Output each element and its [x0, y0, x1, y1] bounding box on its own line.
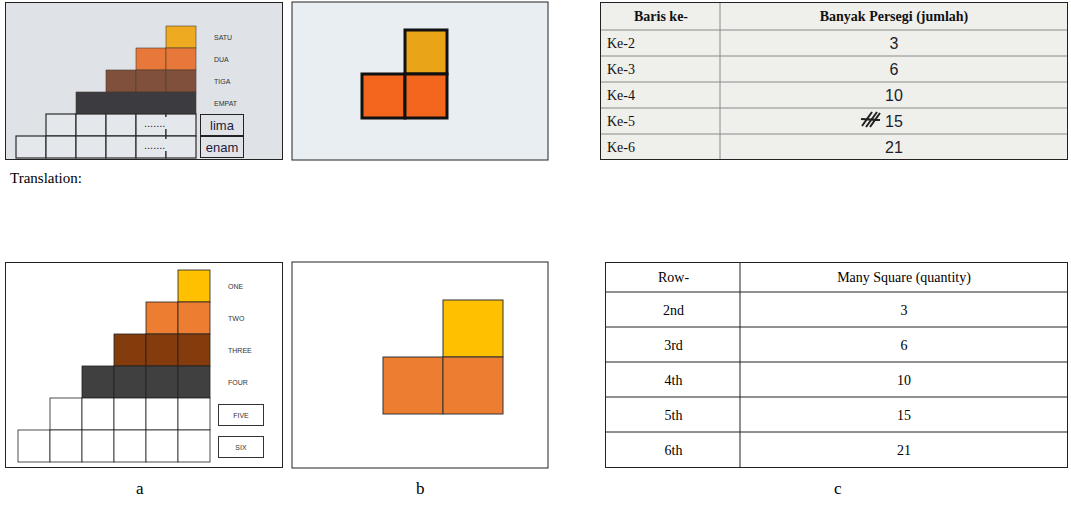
table-grid [605, 262, 1068, 468]
table-cell: 5th [606, 398, 741, 433]
row-name: FOUR [222, 366, 268, 398]
table-cell: 21 [721, 135, 1067, 161]
table-cell: 3rd [606, 328, 741, 363]
table-cell: Ke-3 [601, 57, 721, 83]
panel-letter: b [416, 480, 425, 499]
l-shape [383, 300, 503, 414]
table-cell: Ke-4 [601, 83, 721, 109]
table-cell: 15 [721, 109, 1067, 135]
table-header: Row- [606, 263, 741, 293]
staircase-panel: ONETWOTHREEFOUR FIVE SIX [5, 262, 283, 468]
table-header: Baris ke- [601, 3, 721, 31]
panel-letter: a [136, 480, 144, 499]
table-cell: 10 [741, 363, 1067, 398]
panel-letter: c [834, 480, 842, 499]
staircase [18, 270, 210, 462]
table-cell: 3 [721, 31, 1067, 57]
photo-ground [600, 2, 1068, 160]
row-name: SATU [208, 26, 254, 48]
table: Row-Many Square (quantity)2nd33rd64th105… [605, 262, 1068, 468]
row-name-box: SIX [218, 436, 264, 458]
row-name: ONE [222, 270, 268, 302]
hand-drawn-rows [16, 114, 196, 158]
section-label: Translation: [10, 170, 82, 187]
handwritten-box: enam [200, 136, 244, 158]
table-cell: Ke-5 [601, 109, 721, 135]
row-name: EMPAT [208, 92, 254, 114]
blank-dots: ....... [142, 139, 167, 151]
l-shape-photo [362, 30, 447, 118]
row-name: TWO [222, 302, 268, 334]
blank-dots: ....... [142, 117, 167, 129]
table-cell: 6 [721, 57, 1067, 83]
table-cell: 21 [741, 433, 1067, 468]
row-name: FIVE [233, 412, 249, 419]
table-cell: 4th [606, 363, 741, 398]
table-header: Banyak Persegi (jumlah) [721, 3, 1067, 31]
row-name: lima [210, 119, 234, 132]
panel-frame [292, 262, 548, 468]
row-name: SIX [235, 444, 246, 451]
table-cell: 10 [721, 83, 1067, 109]
photo-ground [5, 2, 283, 160]
row-name: enam [206, 141, 239, 154]
table-cell: 15 [741, 398, 1067, 433]
scribble [861, 112, 880, 127]
photo-panel [292, 2, 548, 160]
table-cell: 6 [741, 328, 1067, 363]
table-cell: 6th [606, 433, 741, 468]
photo-panel: SATUDUATIGAEMPAT lima enam [5, 2, 283, 160]
row-name-box: FIVE [218, 404, 264, 426]
table-cell: Ke-6 [601, 135, 721, 161]
row-name: DUA [208, 48, 254, 70]
row-name: TIGA [208, 70, 254, 92]
table-grid [600, 2, 1068, 160]
table-photo: Baris ke-Banyak Persegi (jumlah)Ke-23Ke-… [600, 2, 1068, 160]
table-header: Many Square (quantity) [741, 263, 1067, 293]
panel-ground [5, 262, 283, 468]
handwritten-box: lima [200, 114, 244, 136]
staircase-photo [76, 26, 196, 114]
table-cell: Ke-2 [601, 31, 721, 57]
table-cell: 2nd [606, 293, 741, 328]
row-name: THREE [222, 334, 268, 366]
table-cell: 3 [741, 293, 1067, 328]
